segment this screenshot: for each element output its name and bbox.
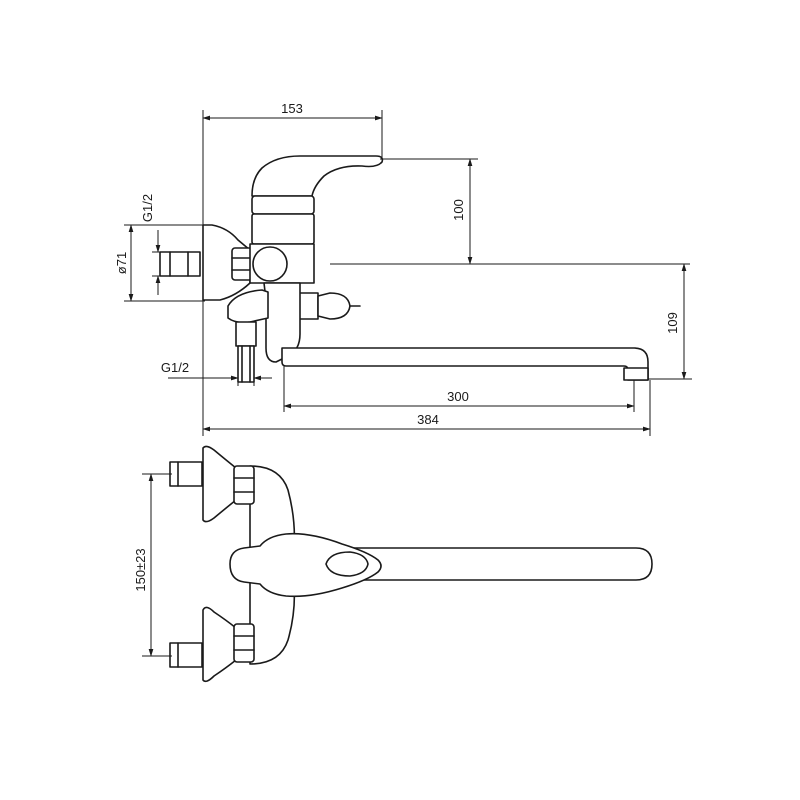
side-view-dimensions: 153 100 ø71 G1/2 G1/2 109 300 [114, 101, 692, 436]
dim-label-thread-bottom: G1/2 [161, 360, 189, 375]
dim-label-thread-top: G1/2 [140, 194, 155, 222]
dim-label-diameter: ø71 [114, 252, 129, 274]
top-view [169, 445, 653, 683]
dim-label-100: 100 [451, 199, 466, 221]
dim-label-inlet-spacing: 150±23 [133, 548, 148, 591]
dim-label-384: 384 [417, 412, 439, 427]
side-view [159, 110, 649, 436]
dim-label-109: 109 [665, 312, 680, 334]
dim-label-300: 300 [447, 389, 469, 404]
dim-label-153: 153 [281, 101, 303, 116]
top-view-dimensions: 150±23 [133, 473, 172, 657]
